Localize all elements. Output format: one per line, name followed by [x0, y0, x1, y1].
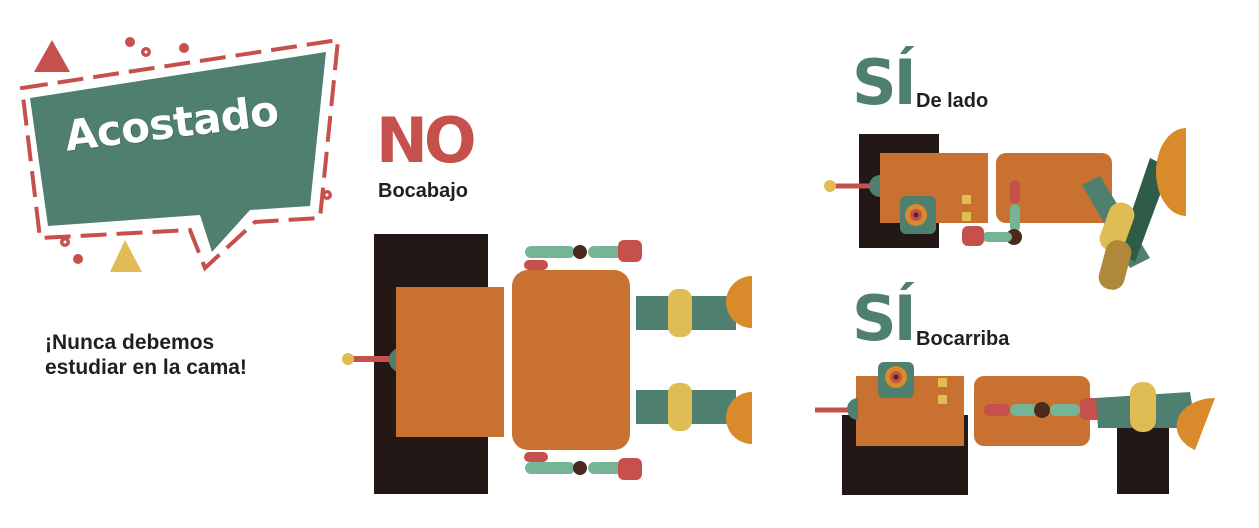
- figure-face-up: [815, 362, 1215, 495]
- wrong-position-label: Bocabajo: [378, 180, 469, 202]
- speech-banner: [19, 37, 341, 272]
- figure-face-down: [342, 234, 752, 494]
- back-ok-label: SÍ: [852, 282, 917, 355]
- tagline: ¡Nunca debemos estudiar en la cama!: [45, 330, 285, 380]
- side-ok-label: SÍ: [852, 46, 917, 119]
- tagline-line-2: estudiar en la cama!: [45, 356, 247, 379]
- triangle-decoration: [34, 40, 70, 72]
- side-position-label: De lado: [916, 90, 989, 112]
- triangle-decoration: [110, 240, 142, 272]
- back-position-label: Bocarriba: [916, 328, 1010, 350]
- tagline-line-1: ¡Nunca debemos: [45, 331, 215, 354]
- figure-side: [824, 128, 1186, 290]
- wrong-label: NO: [376, 104, 477, 177]
